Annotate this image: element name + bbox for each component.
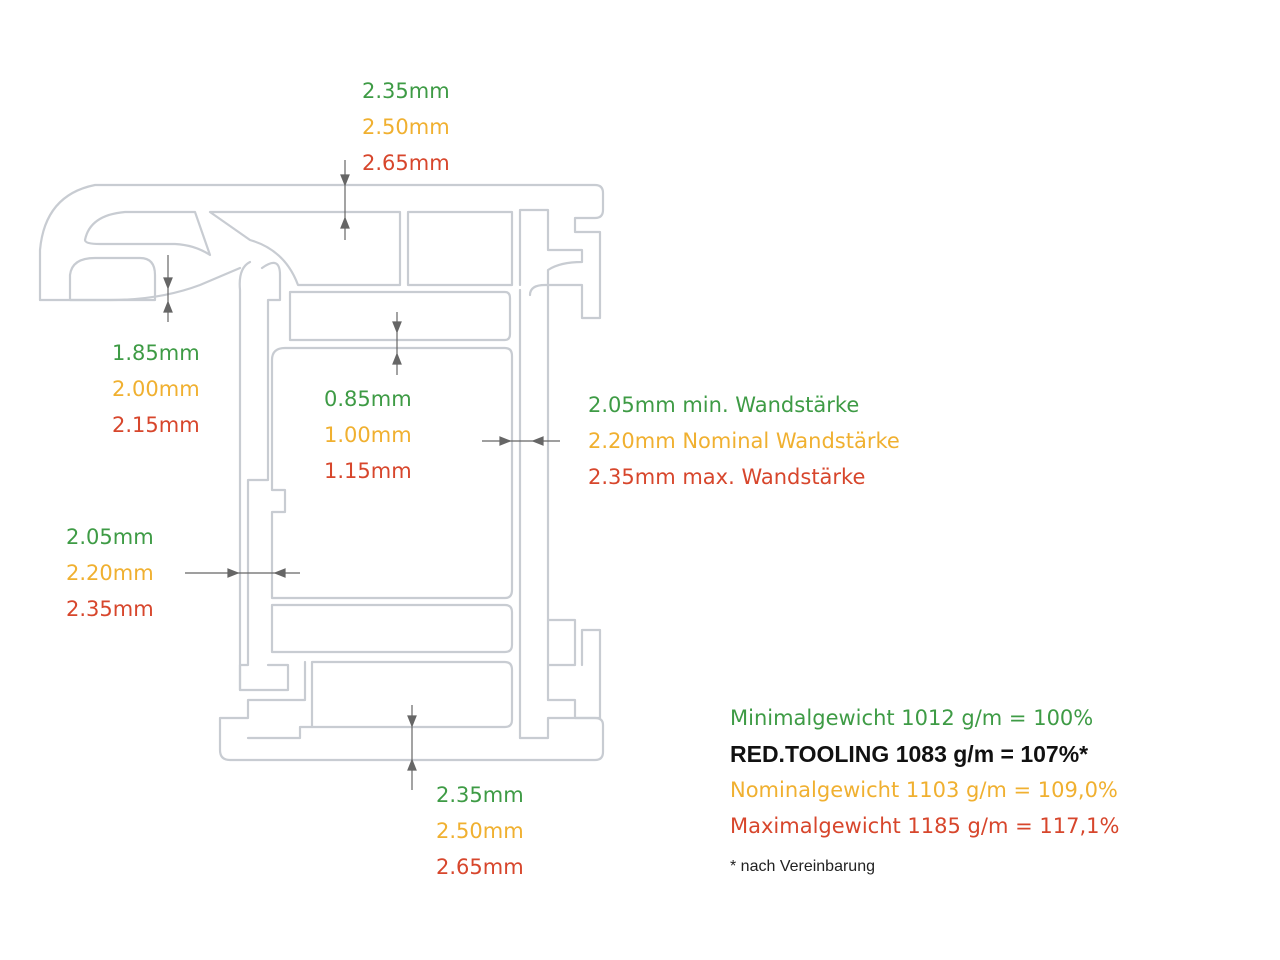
profile-left-wall	[238, 261, 290, 692]
dim-bottom-min: 2.35mm	[436, 783, 524, 807]
dim-arrowhead-lu-1	[163, 277, 173, 290]
dim-arrowhead-c-2	[392, 352, 402, 365]
weight-max: Maximalgewicht 1185 g/m = 117,1%	[730, 814, 1120, 838]
weight-min: Minimalgewicht 1012 g/m = 100%	[730, 706, 1094, 730]
dim-label-left-lower: 2.05mm 2.20mm 2.35mm	[66, 519, 154, 627]
dim-arrowhead-b-2	[407, 758, 417, 771]
dim-right-nominal: 2.20mm Nominal Wandstärke	[588, 429, 900, 453]
dim-top-max: 2.65mm	[362, 151, 450, 175]
profile-upper-outline	[38, 183, 605, 320]
dim-top-min: 2.35mm	[362, 79, 450, 103]
dim-arrowhead-lu-2	[163, 300, 173, 313]
dim-left-upper-max: 2.15mm	[112, 413, 200, 437]
dim-arrowhead-ll-2	[273, 568, 286, 578]
dim-arrowhead-top-1	[340, 174, 350, 187]
profile-left-wall-outer	[238, 260, 252, 692]
dim-arrowhead-top-2	[340, 216, 350, 229]
dim-arrowhead-r-1	[499, 436, 512, 446]
profile-bottom-slot	[246, 725, 314, 740]
dim-center-max: 1.15mm	[324, 459, 412, 483]
dim-left-lower-min: 2.05mm	[66, 525, 154, 549]
profile-top-cell-right	[406, 210, 514, 287]
dim-bottom-max: 2.65mm	[436, 855, 524, 879]
dim-arrowhead-ll-1	[227, 568, 240, 578]
dim-left-lower-max: 2.35mm	[66, 597, 154, 621]
dim-label-left-upper: 1.85mm 2.00mm 2.15mm	[112, 335, 200, 443]
dim-arrowhead-r-2	[531, 436, 544, 446]
dim-left-upper-min: 1.85mm	[112, 341, 200, 365]
dim-top-nominal: 2.50mm	[362, 115, 450, 139]
profile-cell-main	[270, 346, 514, 600]
dim-label-right: 2.05mm min. Wandstärke 2.20mm Nominal Wa…	[588, 387, 900, 495]
weight-red-tooling: RED.TOOLING 1083 g/m = 107%*	[730, 741, 1089, 767]
footnote: * nach Vereinbarung	[730, 858, 875, 875]
profile-right-lower	[546, 618, 602, 720]
profile-right-web-inner	[528, 283, 550, 702]
dim-left-upper-nominal: 2.00mm	[112, 377, 200, 401]
dim-arrowhead-b-1	[407, 715, 417, 728]
profile-cell-2	[288, 290, 512, 342]
dim-right-max: 2.35mm max. Wandstärke	[588, 465, 866, 489]
weight-nominal: Nominalgewicht 1103 g/m = 109,0%	[730, 778, 1118, 802]
dim-label-center: 0.85mm 1.00mm 1.15mm	[324, 381, 412, 489]
dim-center-min: 0.85mm	[324, 387, 412, 411]
profile-cell-bottom	[310, 660, 514, 729]
profile-hook-inner	[68, 256, 157, 302]
dim-left-lower-nominal: 2.20mm	[66, 561, 154, 585]
dim-label-bottom: 2.35mm 2.50mm 2.65mm	[436, 777, 524, 885]
profile-cell-lower	[270, 603, 514, 654]
profile-top-flange	[208, 210, 402, 287]
profile-hook-channel	[83, 210, 212, 257]
dim-center-nominal: 1.00mm	[324, 423, 412, 447]
profile-bottom-flange	[218, 660, 605, 762]
dim-arrowhead-c-1	[392, 321, 402, 334]
dim-right-min: 2.05mm min. Wandstärke	[588, 393, 860, 417]
dim-label-top: 2.35mm 2.50mm 2.65mm	[362, 73, 450, 181]
weight-summary: Minimalgewicht 1012 g/m = 100% RED.TOOLI…	[730, 700, 1119, 844]
dim-bottom-nominal: 2.50mm	[436, 819, 524, 843]
profile-bottom-edge-top	[38, 266, 242, 302]
